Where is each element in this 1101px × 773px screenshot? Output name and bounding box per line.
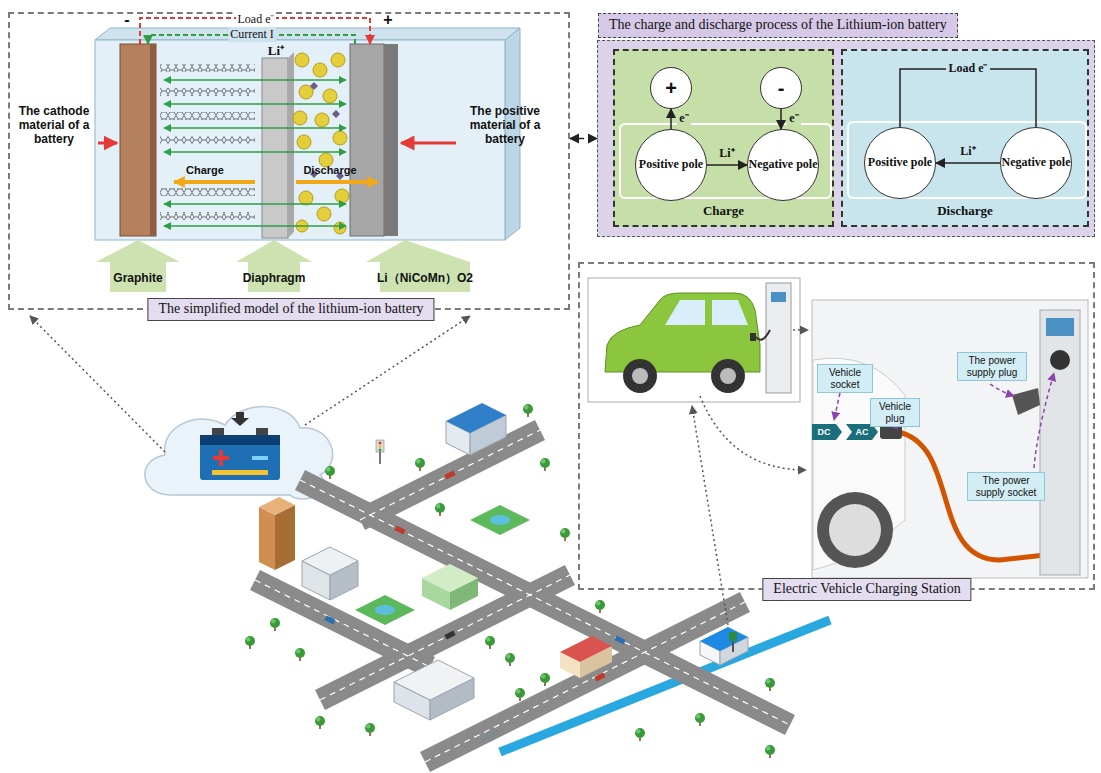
text-label: Charge xyxy=(184,164,226,176)
text-label: Graphite xyxy=(111,271,164,285)
panel-header: The charge and discharge process of the … xyxy=(598,13,958,38)
text-label: Discharge xyxy=(301,164,358,176)
edge-label: Load e⁻ xyxy=(946,62,989,76)
text-label: The positive material of a battery xyxy=(457,104,553,146)
pole-circle: Negative pole xyxy=(747,129,819,201)
connector xyxy=(570,138,597,140)
panel-title: Discharge xyxy=(843,203,1087,219)
terminal-circle: + xyxy=(650,67,692,109)
text-label: Li（NiCoMn）O2 xyxy=(375,270,475,287)
pole-label: Positive pole xyxy=(868,156,932,169)
battery-model xyxy=(95,18,520,292)
pole-label: Positive pole xyxy=(639,158,703,171)
callout-box: The power supply plug xyxy=(957,352,1027,381)
charge-panel: Charge + - Positive pole Negative pole xyxy=(613,49,834,227)
text-label: + xyxy=(381,11,394,29)
callout-text: Vehicle socket xyxy=(829,367,861,390)
callout-text: The power supply socket xyxy=(976,475,1037,498)
model-panel: The simplified model of the lithium-ion … xyxy=(8,12,570,310)
text-label: Diaphragm xyxy=(241,271,308,285)
callout-text: Vehicle plug xyxy=(879,401,911,424)
callout-box: The power supply socket xyxy=(967,472,1045,501)
charging-station-illustration xyxy=(588,278,1088,625)
text-label: Load e⁻ xyxy=(236,10,277,27)
pole-label: Negative pole xyxy=(749,158,818,171)
text-label: DC xyxy=(816,427,833,437)
callout-text: The power supply plug xyxy=(967,355,1018,378)
edge-label: e⁻ xyxy=(787,112,800,126)
text-label: AC xyxy=(854,427,871,437)
edge-label: Li⁺ xyxy=(958,145,977,159)
text-label: Current I xyxy=(228,27,276,42)
edge-label: Li⁺ xyxy=(717,147,736,161)
pole-circle: Positive pole xyxy=(864,127,936,199)
text-label: The cathode material of a battery xyxy=(11,104,97,146)
terminal-sign: + xyxy=(665,78,677,98)
panel-title: Charge xyxy=(615,203,832,219)
pole-circle: Negative pole xyxy=(1000,127,1072,199)
pole-circle: Positive pole xyxy=(635,129,707,201)
text-label: - xyxy=(122,11,131,29)
storage-cloud xyxy=(30,316,470,499)
edge-label: e⁻ xyxy=(677,112,690,126)
terminal-circle: - xyxy=(760,67,802,109)
city-map xyxy=(245,403,830,772)
panel-caption: The simplified model of the lithium-ion … xyxy=(147,298,434,321)
panel-caption: Electric Vehicle Charging Station xyxy=(762,578,971,601)
process-panel: The charge and discharge process of the … xyxy=(597,40,1095,237)
terminal-sign: - xyxy=(778,78,785,98)
callout-box: Vehicle socket xyxy=(817,364,873,393)
callout-box: Vehicle plug xyxy=(870,398,920,427)
text-label: Li⁺ xyxy=(266,41,286,59)
pole-label: Negative pole xyxy=(1002,156,1071,169)
ev-panel: Electric Vehicle Charging StationVehicle… xyxy=(578,262,1095,590)
